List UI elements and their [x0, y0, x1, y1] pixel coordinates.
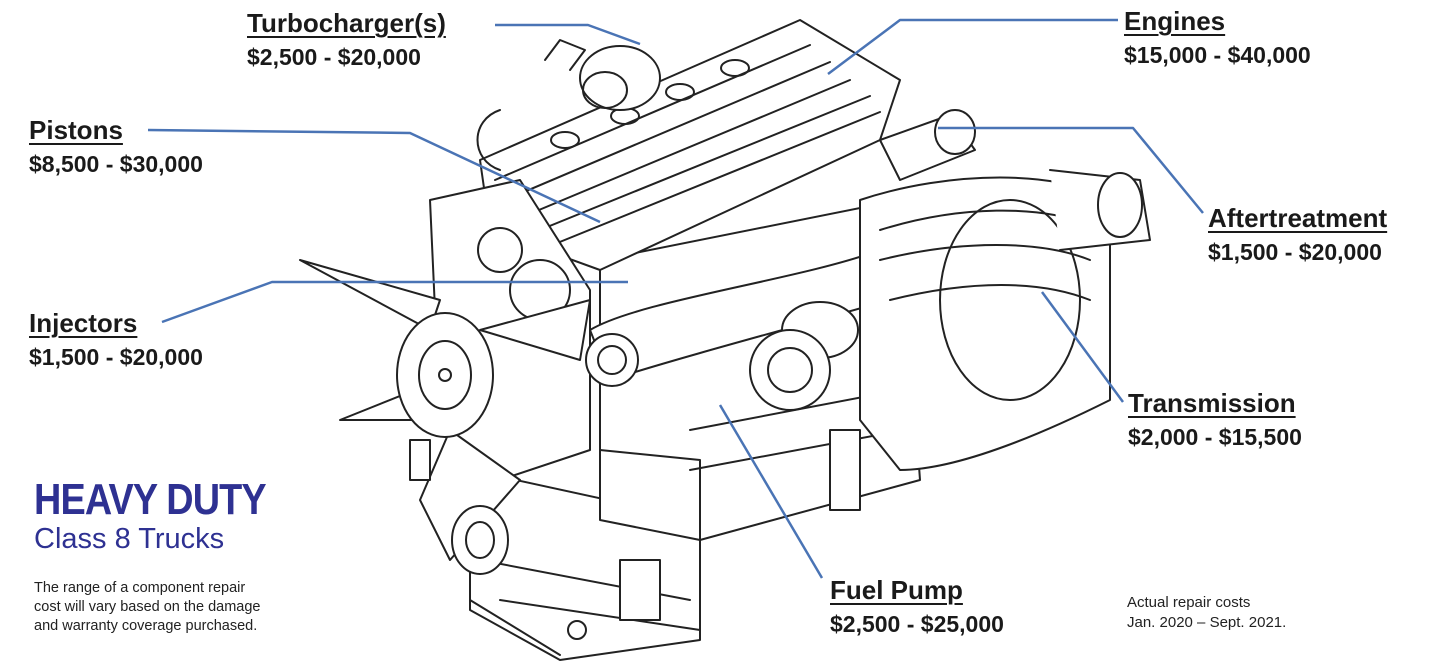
engines-leader: [827, 18, 1118, 75]
component-turbocharger: Turbocharger(s) $2,500 - $20,000: [247, 10, 446, 69]
component-name: Fuel Pump: [830, 575, 963, 605]
page-title: HEAVY DUTY: [34, 475, 267, 524]
component-name: Injectors: [29, 308, 138, 338]
note-line: Actual repair costs: [1127, 594, 1251, 611]
pistons-leader: [147, 128, 601, 224]
disclaimer-line: The range of a component repair: [34, 580, 246, 596]
component-cost: $1,500 - $20,000: [1208, 239, 1382, 265]
component-fuel-pump: Fuel Pump $2,500 - $25,000: [830, 577, 1004, 636]
component-cost: $15,000 - $40,000: [1124, 42, 1311, 68]
component-injectors: Injectors $1,500 - $20,000: [29, 310, 203, 369]
component-name: Aftertreatment: [1208, 203, 1388, 233]
disclaimer-text: The range of a component repair cost wil…: [34, 579, 324, 636]
component-pistons: Pistons $8,500 - $30,000: [29, 117, 203, 176]
date-range-note: Actual repair costs Jan. 2020 – Sept. 20…: [1127, 593, 1286, 634]
component-engines: Engines $15,000 - $40,000: [1124, 8, 1311, 67]
component-cost: $2,500 - $20,000: [247, 44, 421, 70]
component-cost: $2,500 - $25,000: [830, 611, 1004, 637]
disclaimer-line: and warranty coverage purchased.: [34, 617, 258, 634]
component-aftertreatment: Aftertreatment $1,500 - $20,000: [1208, 205, 1387, 264]
component-name: Engines: [1124, 6, 1226, 36]
page-subtitle: Class 8 Trucks: [34, 523, 225, 555]
component-cost: $1,500 - $20,000: [29, 344, 203, 370]
note-line: Jan. 2020 – Sept. 2021.: [1127, 614, 1287, 632]
title-block: HEAVY DUTY Class 8 Trucks: [34, 478, 304, 556]
turbocharger-leader: [495, 23, 641, 46]
component-cost: $8,500 - $30,000: [29, 151, 203, 177]
transmission-leader: [1040, 291, 1125, 403]
aftertreatment-leader: [938, 126, 1204, 214]
component-transmission: Transmission $2,000 - $15,500: [1128, 390, 1302, 449]
component-name: Turbocharger(s): [247, 8, 446, 38]
injectors-leader: [161, 280, 628, 324]
component-name: Transmission: [1128, 388, 1296, 418]
disclaimer-line: cost will vary based on the damage: [34, 598, 261, 615]
fuel-pump-leader: [718, 404, 824, 579]
component-name: Pistons: [29, 115, 123, 145]
component-cost: $2,000 - $15,500: [1128, 424, 1302, 450]
